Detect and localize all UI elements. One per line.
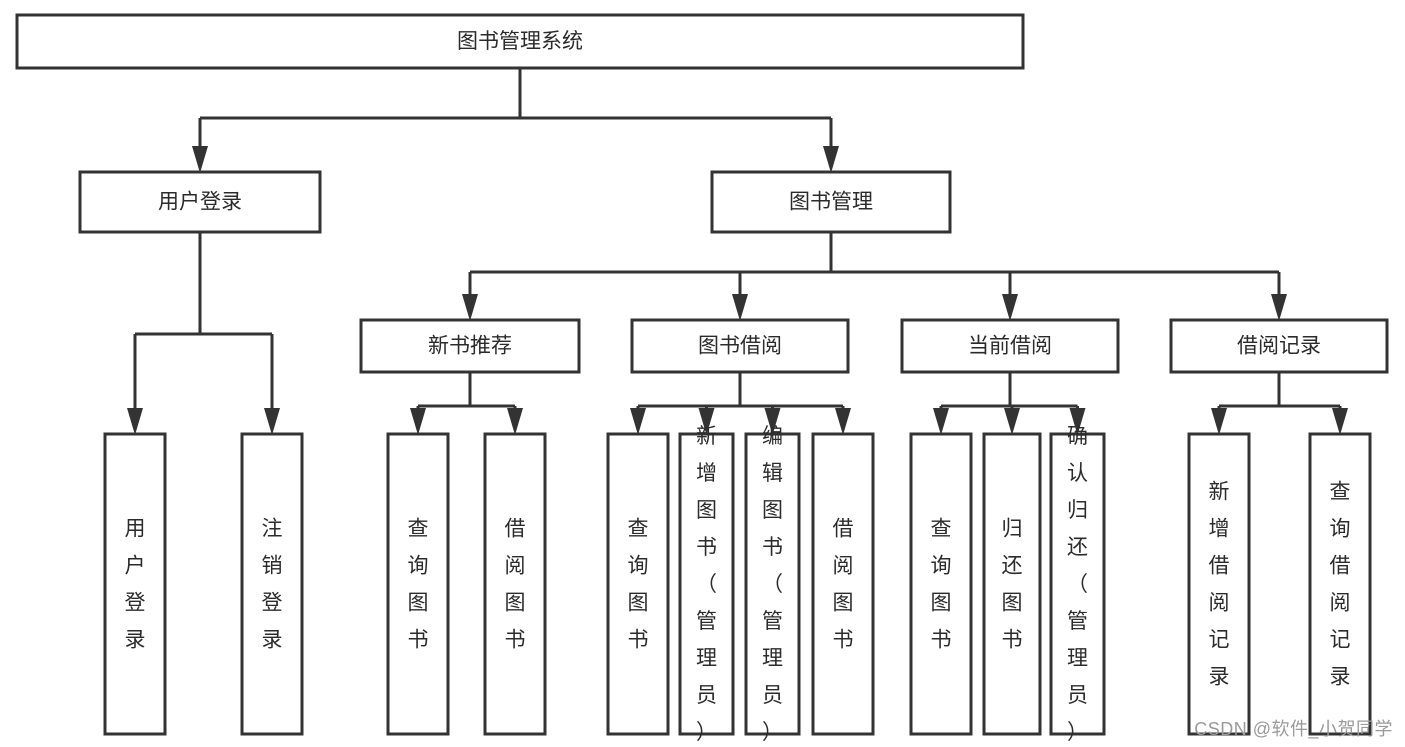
node-n-f-query-record[interactable]: 查询借阅记录: [1308, 432, 1372, 736]
arrow-head-icon: [1069, 408, 1086, 435]
node-n-f-borrow-book-1[interactable]: 借阅图书: [483, 432, 547, 736]
node-n-root[interactable]: 图书管理系统: [15, 13, 1025, 70]
arrow-head-icon: [264, 408, 280, 435]
node-label: 注销登录: [262, 517, 283, 651]
arrow-head-icon: [127, 408, 143, 435]
node-n-f-query-book-2[interactable]: 查询图书: [606, 432, 670, 736]
node-box: [744, 432, 801, 736]
arrow-head-icon: [1332, 408, 1348, 435]
node-n-f-edit-book[interactable]: 编辑图书（管理员）: [744, 425, 801, 744]
node-label: 用户登录: [125, 517, 146, 651]
node-box: [606, 432, 670, 736]
node-box: [240, 432, 304, 736]
arrow-head-icon: [1004, 408, 1020, 435]
node-label: 查询图书: [408, 517, 429, 651]
arrow-head-icon: [1211, 408, 1227, 435]
node-n-book-borrow[interactable]: 图书借阅: [630, 318, 850, 374]
node-n-f-logout[interactable]: 注销登录: [240, 432, 304, 736]
node-n-f-confirm-return[interactable]: 确认归还（管理员）: [1049, 425, 1106, 744]
node-label: 借阅记录: [1237, 335, 1321, 358]
node-label: 查询借阅记录: [1330, 480, 1351, 688]
connector-group-c-book-manage: [462, 232, 1287, 321]
node-box: [15, 13, 1025, 70]
connector-group-c-book-borrow: [630, 372, 851, 435]
node-label: 借阅图书: [505, 517, 526, 651]
node-label: 新书推荐: [428, 335, 512, 358]
node-label: 图书管理: [789, 191, 873, 214]
arrow-head-icon: [823, 146, 839, 173]
arrow-head-icon: [764, 408, 781, 435]
node-label: 新增借阅记录: [1209, 480, 1230, 688]
node-label: 归还图书: [1002, 517, 1023, 651]
connector-group-c-new-book-rec: [410, 372, 523, 435]
node-n-user-login[interactable]: 用户登录: [78, 170, 322, 234]
connector-group-c-borrow-record: [1211, 372, 1348, 435]
arrow-head-icon: [835, 408, 851, 435]
node-label: 用户登录: [158, 191, 242, 214]
connector-group-c-user-login: [127, 232, 280, 435]
node-label: 借阅图书: [833, 517, 854, 651]
arrow-head-icon: [192, 146, 208, 173]
node-box: [483, 432, 547, 736]
node-box: [386, 432, 450, 736]
node-box: [710, 170, 952, 234]
node-box: [630, 318, 850, 374]
node-n-current-borrow[interactable]: 当前借阅: [900, 318, 1120, 374]
arrow-head-icon: [1271, 294, 1287, 321]
node-box: [811, 432, 875, 736]
connector-layer: [127, 68, 1348, 435]
node-n-f-borrow-book-2[interactable]: 借阅图书: [811, 432, 875, 736]
node-label: 查询图书: [628, 517, 649, 651]
node-box: [678, 432, 735, 736]
node-label: 查询图书: [931, 517, 952, 651]
node-n-f-add-record[interactable]: 新增借阅记录: [1187, 432, 1251, 736]
node-box: [900, 318, 1120, 374]
node-n-book-manage[interactable]: 图书管理: [710, 170, 952, 234]
arrow-head-icon: [630, 408, 646, 435]
node-box: [78, 170, 322, 234]
arrow-head-icon: [698, 408, 715, 435]
node-layer: 图书管理系统用户登录图书管理新书推荐图书借阅当前借阅借阅记录用户登录注销登录查询…: [15, 13, 1389, 744]
arrow-head-icon: [732, 294, 748, 321]
node-box: [1187, 432, 1251, 736]
node-label: 图书管理系统: [457, 30, 583, 53]
node-box: [359, 318, 581, 374]
node-box: [982, 432, 1042, 736]
connector-group-c-current-borrow: [933, 372, 1086, 435]
arrow-head-icon: [462, 294, 478, 321]
node-n-f-user-login[interactable]: 用户登录: [103, 432, 167, 736]
node-n-f-query-book-3[interactable]: 查询图书: [909, 432, 973, 736]
connector-group-c-root: [192, 68, 839, 173]
node-box: [909, 432, 973, 736]
arrow-head-icon: [933, 408, 949, 435]
arrow-head-icon: [410, 408, 426, 435]
node-box: [103, 432, 167, 736]
node-n-f-return-book[interactable]: 归还图书: [982, 432, 1042, 736]
node-n-new-book-rec[interactable]: 新书推荐: [359, 318, 581, 374]
node-n-f-add-book[interactable]: 新增图书（管理员）: [678, 425, 735, 744]
node-label: 确认归还（管理员）: [1067, 425, 1088, 744]
arrow-head-icon: [507, 408, 523, 435]
node-n-borrow-record[interactable]: 借阅记录: [1169, 318, 1389, 374]
node-label: 新增图书（管理员）: [696, 425, 717, 744]
node-box: [1308, 432, 1372, 736]
node-n-f-query-book-1[interactable]: 查询图书: [386, 432, 450, 736]
node-label: 编辑图书（管理员）: [762, 425, 783, 744]
node-box: [1049, 432, 1106, 736]
node-box: [1169, 318, 1389, 374]
node-label: 当前借阅: [968, 335, 1052, 358]
arrow-head-icon: [1002, 294, 1018, 321]
node-label: 图书借阅: [698, 335, 782, 358]
